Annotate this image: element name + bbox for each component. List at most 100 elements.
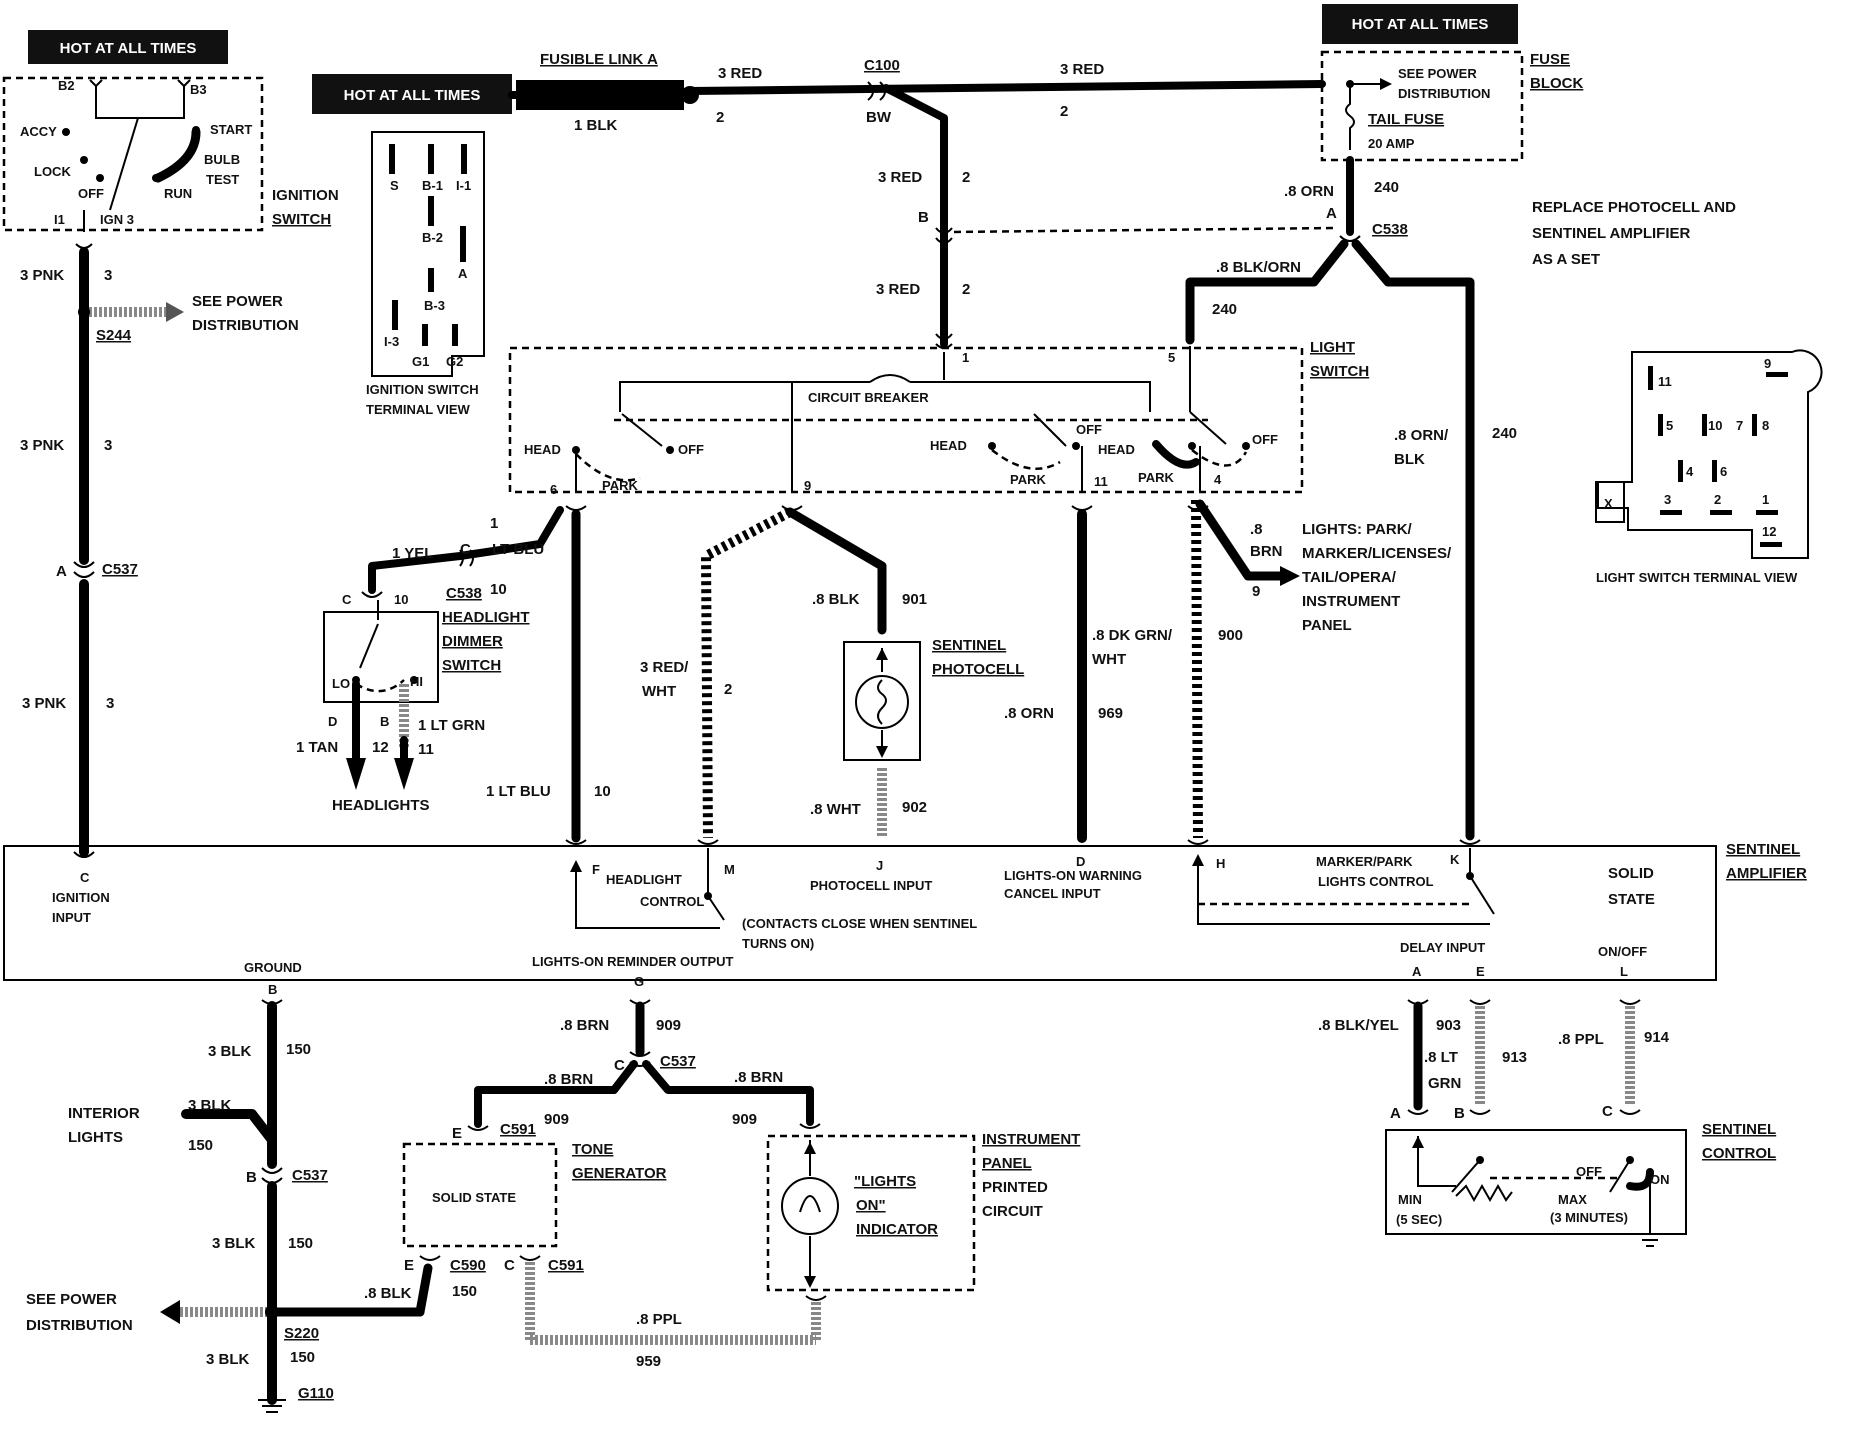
dimmer-c: C bbox=[342, 592, 352, 607]
wire-red-mid-1: 3 RED bbox=[878, 169, 922, 186]
wire-orn-blk-num: 240 bbox=[1492, 425, 1517, 442]
amp-onoff: ON/OFF bbox=[1598, 944, 1647, 959]
see-power-1a: SEE POWER bbox=[192, 293, 283, 310]
wire-brn-top: .8 BRN bbox=[560, 1017, 609, 1034]
ls-head-mid: HEAD bbox=[1098, 442, 1135, 457]
light-switch-label-2: SWITCH bbox=[1310, 363, 1369, 380]
amp-label-2: AMPLIFIER bbox=[1726, 865, 1807, 882]
amp-pin-m: M bbox=[724, 862, 735, 877]
ls-off-right: OFF bbox=[1252, 432, 1278, 447]
amp-ground: GROUND bbox=[244, 960, 302, 975]
wire-ctl-ppl-num: 914 bbox=[1644, 1029, 1670, 1046]
amp-hc-2: CONTROL bbox=[640, 894, 704, 909]
c538-top: C538 bbox=[1372, 221, 1408, 238]
amp-pin-h: H bbox=[1216, 856, 1225, 871]
wire-ltblu-top: LT BLU bbox=[492, 541, 544, 558]
conn-b: B bbox=[918, 209, 929, 226]
ctl-min-1: MIN bbox=[1398, 1192, 1422, 1207]
lights-text-5: PANEL bbox=[1302, 617, 1352, 634]
c537-low: C537 bbox=[292, 1167, 328, 1184]
wire-red-top-left-num: 2 bbox=[716, 109, 724, 126]
wire-brn-2: BRN bbox=[1250, 543, 1283, 560]
fuse-tail: TAIL FUSE bbox=[1368, 111, 1444, 128]
wire-blk-yel: .8 BLK/YEL bbox=[1318, 1017, 1399, 1034]
wire-pnk-3: 3 PNK bbox=[22, 695, 66, 712]
ls-pin4: 4 bbox=[1214, 472, 1222, 487]
wire-brn-num: 9 bbox=[1252, 583, 1260, 600]
wire-redwht-1: 3 RED/ bbox=[640, 659, 689, 676]
conn-e-c590: E bbox=[404, 1257, 414, 1274]
amp-contacts-1: (CONTACTS CLOSE WHEN SENTINEL bbox=[742, 916, 977, 931]
light-switch: LIGHT SWITCH CIRCUIT BREAKER HEAD OFF PA… bbox=[508, 339, 1369, 497]
wire-ltgrn: 1 LT GRN bbox=[418, 717, 485, 734]
wire-blk150-2-num: 150 bbox=[288, 1235, 313, 1252]
ign-test: TEST bbox=[206, 172, 239, 187]
amp-pin-f: F bbox=[592, 862, 600, 877]
ls-pin6: 6 bbox=[550, 482, 557, 497]
wire-blk901: .8 BLK bbox=[812, 591, 860, 608]
wire-blk-yel-num: 903 bbox=[1436, 1017, 1461, 1034]
ls-head-left: HEAD bbox=[524, 442, 561, 457]
ls-pin-6: 6 bbox=[1720, 464, 1727, 479]
light-switch-outputs: 1 LT BLU 10 3 RED/ WHT 2 .8 BLK 901 .8 D… bbox=[486, 499, 1452, 843]
wire-pnk-2-num: 3 bbox=[104, 437, 112, 454]
note-line-2: SENTINEL AMPLIFIER bbox=[1532, 225, 1691, 242]
wire-pnk-1-num: 3 bbox=[104, 267, 112, 284]
wire-blk901-num: 901 bbox=[902, 591, 927, 608]
wire-wht902-num: 902 bbox=[902, 799, 927, 816]
wire-orn-blk-1: .8 ORN/ bbox=[1394, 427, 1449, 444]
dimmer-label-1: HEADLIGHT bbox=[442, 609, 530, 626]
amp-pin-a: A bbox=[1412, 964, 1422, 979]
tv-pin-g2: G2 bbox=[446, 354, 463, 369]
ignition-switch: B2 B3 ACCY START LOCK BULB TEST OFF RUN … bbox=[2, 76, 339, 232]
wire-pnk-2: 3 PNK bbox=[20, 437, 64, 454]
ign-accy: ACCY bbox=[20, 124, 57, 139]
fuse-see-1: SEE POWER bbox=[1398, 66, 1477, 81]
ign-ign3: IGN 3 bbox=[100, 212, 134, 227]
wire-tan-num: 12 bbox=[372, 739, 389, 756]
ls-view-label: LIGHT SWITCH TERMINAL VIEW bbox=[1596, 570, 1798, 585]
hot-tag-fuse-block-label: HOT AT ALL TIMES bbox=[1352, 16, 1489, 33]
dimmer-label-3: SWITCH bbox=[442, 657, 501, 674]
tv-label-2: TERMINAL VIEW bbox=[366, 402, 470, 417]
wire-brn-r: .8 BRN bbox=[734, 1069, 783, 1086]
indicator-1: "LIGHTS bbox=[854, 1173, 916, 1190]
wire-pnk-3-num: 3 bbox=[106, 695, 114, 712]
fuse-block-label-1: FUSE bbox=[1530, 51, 1570, 68]
wire-blk150-3: 3 BLK bbox=[206, 1351, 250, 1368]
ctl-label-2: CONTROL bbox=[1702, 1145, 1776, 1162]
amp-warn-1: LIGHTS-ON WARNING bbox=[1004, 868, 1142, 883]
ls-pin-8: 8 bbox=[1762, 418, 1769, 433]
wire-yel: 1 YEL bbox=[392, 545, 433, 562]
ls-pin-x: X bbox=[1604, 496, 1613, 511]
tv-pin-i1: I-1 bbox=[456, 178, 471, 193]
amp-solid-2: STATE bbox=[1608, 891, 1655, 908]
wire-red-top-left: 3 RED bbox=[718, 65, 762, 82]
photocell-label-2: PHOTOCELL bbox=[932, 661, 1024, 678]
c100-bw: BW bbox=[866, 109, 892, 126]
lights-text-2: MARKER/LICENSES/ bbox=[1302, 545, 1452, 562]
sentinel-photocell: SENTINEL PHOTOCELL .8 WHT 902 bbox=[810, 637, 1024, 838]
dimmer-c-num: 10 bbox=[394, 592, 408, 607]
fusible-link: FUSIBLE LINK A 1 BLK bbox=[508, 51, 699, 134]
wire-blk150-2: 3 BLK bbox=[212, 1235, 256, 1252]
ls-pin-7: 7 bbox=[1736, 418, 1743, 433]
hot-tag-fusible-label: HOT AT ALL TIMES bbox=[344, 87, 481, 104]
note: REPLACE PHOTOCELL AND SENTINEL AMPLIFIER… bbox=[1532, 199, 1736, 268]
conn-a-top: A bbox=[1326, 205, 1337, 222]
sentinel-control: .8 BLK/YEL 903 .8 LT GRN 913 .8 PPL 914 … bbox=[1318, 999, 1776, 1247]
wire-lt-num: 913 bbox=[1502, 1049, 1527, 1066]
wire-brn-r-num: 909 bbox=[732, 1111, 757, 1128]
ls-pin-1: 1 bbox=[1762, 492, 1769, 507]
amp-pin-l: L bbox=[1620, 964, 1628, 979]
ls-pin-5: 5 bbox=[1666, 418, 1673, 433]
amp-ign-2: INPUT bbox=[52, 910, 91, 925]
wire-brn-1: .8 bbox=[1250, 521, 1263, 538]
wire-brn-top-num: 909 bbox=[656, 1017, 681, 1034]
wire-brn-l-num: 909 bbox=[544, 1111, 569, 1128]
tv-pin-s: S bbox=[390, 178, 399, 193]
interior-2: LIGHTS bbox=[68, 1129, 123, 1146]
amp-delay: DELAY INPUT bbox=[1400, 940, 1485, 955]
wire-red-mid-2-num: 2 bbox=[962, 281, 970, 298]
